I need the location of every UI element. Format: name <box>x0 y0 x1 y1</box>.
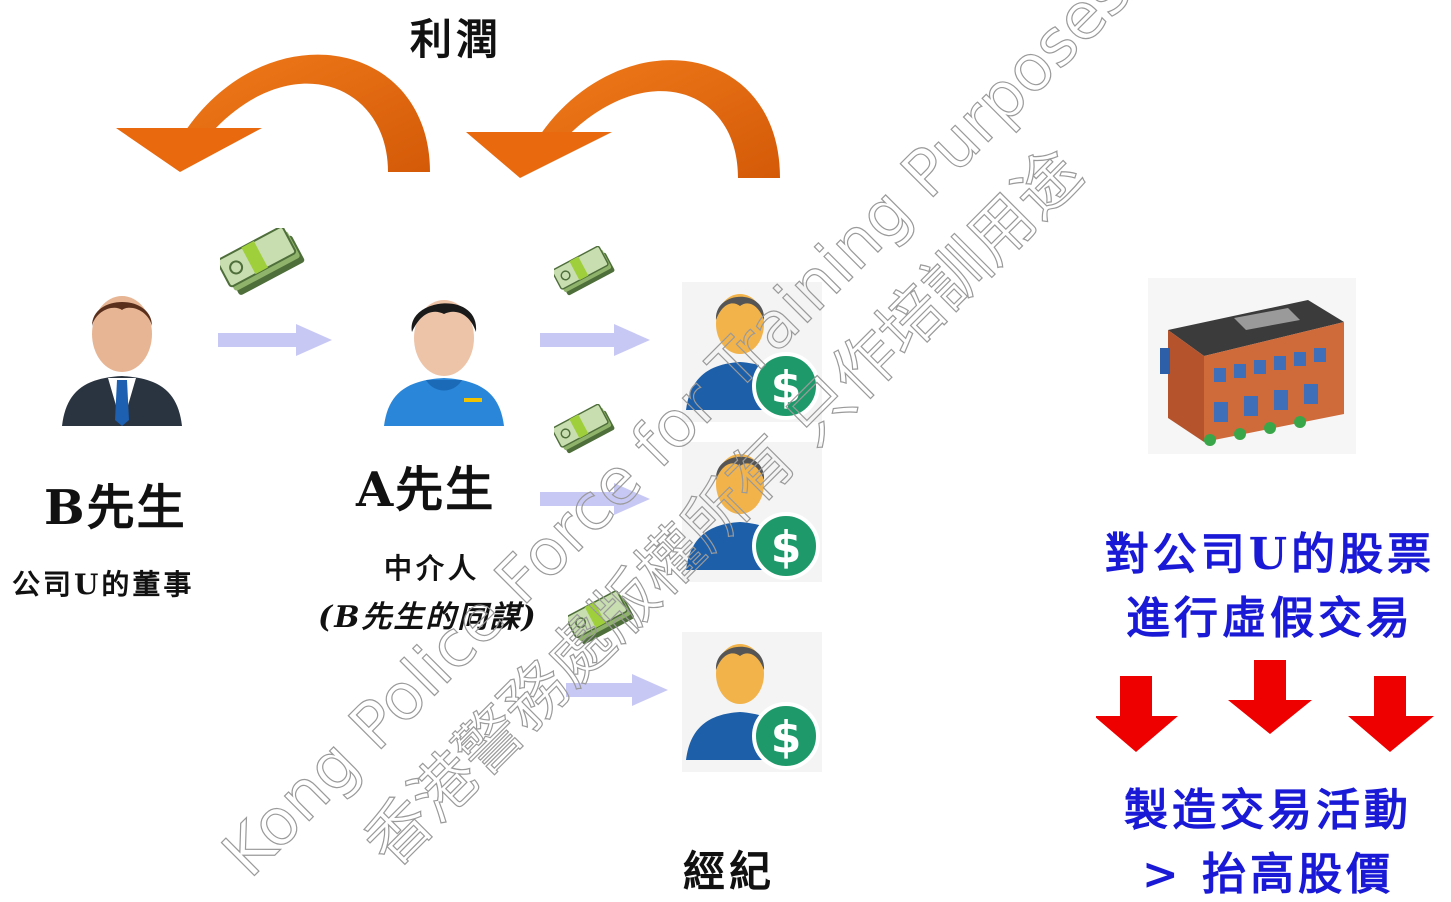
dollar-person-icon: $ <box>682 632 822 772</box>
flow-arrow-a-to-broker-3 <box>566 674 668 706</box>
curved-arrow-a-to-b <box>116 54 430 172</box>
profit-title: 利潤 <box>410 15 503 64</box>
down-arrows <box>1096 660 1434 752</box>
svg-text:$: $ <box>771 522 802 573</box>
money-stack-icon <box>568 590 634 645</box>
company-action-line-2: 進行虛假交易 <box>1126 593 1414 644</box>
money-stack-icon <box>554 246 615 296</box>
down-arrow-icon <box>1348 676 1434 752</box>
man-icon <box>384 300 504 426</box>
money-stack-icon <box>220 228 305 295</box>
person-a-note: (B先生的同謀) <box>318 600 538 635</box>
svg-text:$: $ <box>771 362 802 413</box>
dollar-person-icon: $ <box>682 442 822 582</box>
building-icon <box>1148 278 1356 454</box>
person-a-role: 中介人 <box>384 552 481 585</box>
company-action-line-1: 對公司U的股票 <box>1104 529 1436 580</box>
down-arrow-icon <box>1096 676 1178 752</box>
flow-arrow-a-to-broker-1 <box>540 324 650 356</box>
curved-arrow-broker-to-a <box>466 60 780 178</box>
svg-text:$: $ <box>771 712 802 763</box>
person-b-role: 公司U的董事 <box>12 568 195 601</box>
money-stack-icon <box>554 404 615 454</box>
businessman-icon <box>62 296 182 426</box>
dollar-person-icon: $ <box>682 282 822 422</box>
company-result-line-2: > 抬高股價 <box>1141 849 1395 900</box>
company-result-line-1: 製造交易活動 <box>1124 785 1412 836</box>
down-arrow-icon <box>1228 660 1312 734</box>
flow-arrow-a-to-broker-2 <box>540 483 650 515</box>
flow-arrow-b-to-a <box>218 324 332 356</box>
person-a-name: A先生 <box>356 462 496 518</box>
person-b-name: B先生 <box>44 480 187 536</box>
broker-label: 經紀 <box>683 847 776 896</box>
